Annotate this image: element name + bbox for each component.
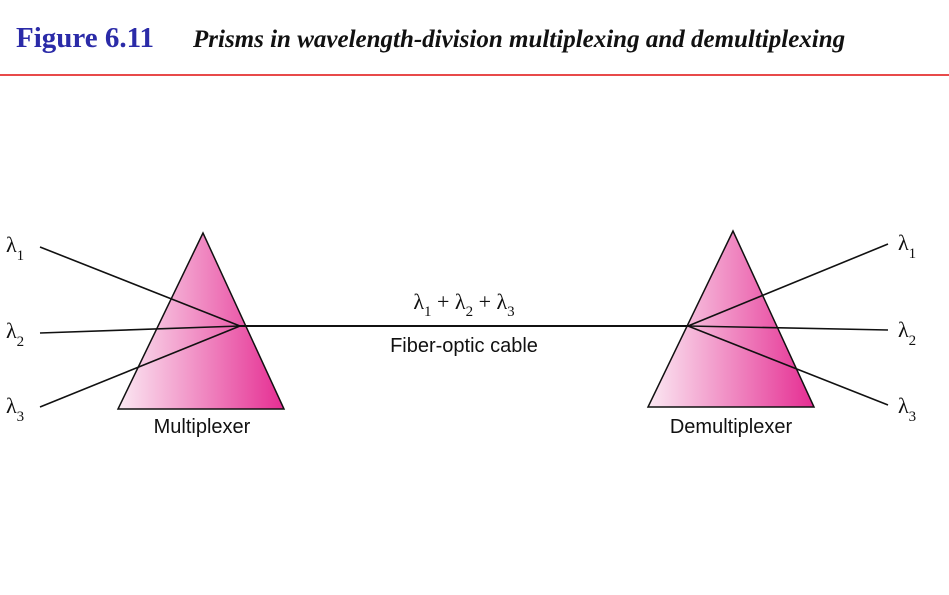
- demultiplexer-label: Demultiplexer: [670, 416, 793, 438]
- output-label-1: λ1: [898, 230, 916, 262]
- demultiplexer-prism: [646, 229, 816, 408]
- header-rule: [0, 74, 949, 76]
- figure-number: Figure 6.11: [16, 22, 155, 54]
- output-beam-1: [687, 243, 889, 327]
- input-beam-3: [39, 325, 241, 408]
- output-beam-3: [687, 325, 889, 406]
- figure-header: Figure 6.11 Prisms in wavelength-divisio…: [0, 0, 949, 80]
- output-label-2: λ2: [898, 317, 916, 349]
- output-beam-2: [687, 325, 889, 331]
- cable-label: Fiber-optic cable: [390, 335, 538, 357]
- multiplexer-label: Multiplexer: [154, 416, 251, 438]
- output-label-3: λ3: [898, 393, 916, 425]
- multiplexer-prism: [116, 231, 286, 410]
- figure-title: Prisms in wavelength-division multiplexi…: [193, 26, 846, 53]
- input-label-2: λ2: [6, 318, 24, 350]
- input-label-1: λ1: [6, 232, 24, 264]
- combined-wavelengths: λ1 + λ2 + λ3: [413, 289, 514, 320]
- input-label-3: λ3: [6, 393, 24, 425]
- input-beam-2: [39, 325, 241, 334]
- input-beam-1: [39, 246, 241, 327]
